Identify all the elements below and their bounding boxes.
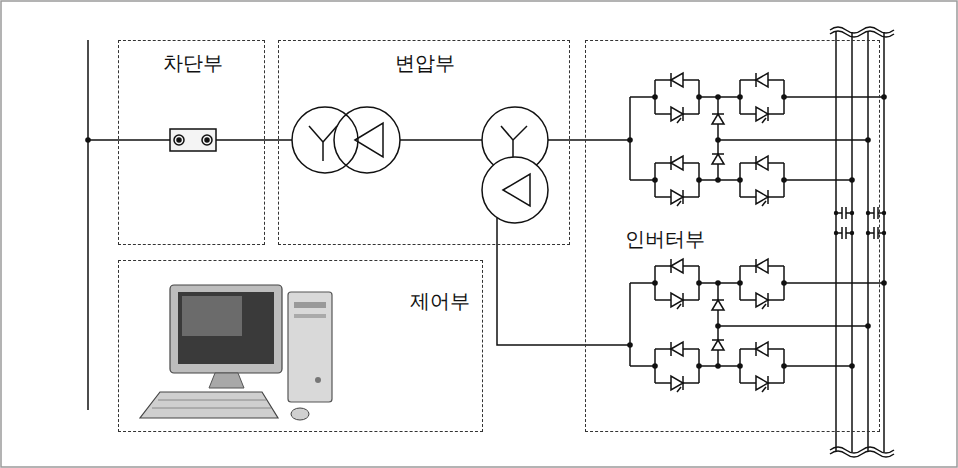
power-wire xyxy=(265,139,278,141)
section-label: 인버터부 xyxy=(622,227,708,251)
breaker-section: 차단부 xyxy=(118,40,265,245)
transformer-section: 변압부 xyxy=(278,40,570,245)
section-label: 제어부 xyxy=(407,289,473,313)
inverter-circuit xyxy=(585,27,894,457)
section-label: 차단부 xyxy=(160,51,226,75)
transformer-symbol xyxy=(278,107,570,245)
section-label: 변압부 xyxy=(392,51,458,75)
power-wire xyxy=(570,139,585,141)
inverter-section: 인버터부 xyxy=(585,40,880,432)
control-section: 제어부 xyxy=(118,260,483,432)
power-wire xyxy=(497,245,585,345)
computer-illustration xyxy=(140,285,332,420)
